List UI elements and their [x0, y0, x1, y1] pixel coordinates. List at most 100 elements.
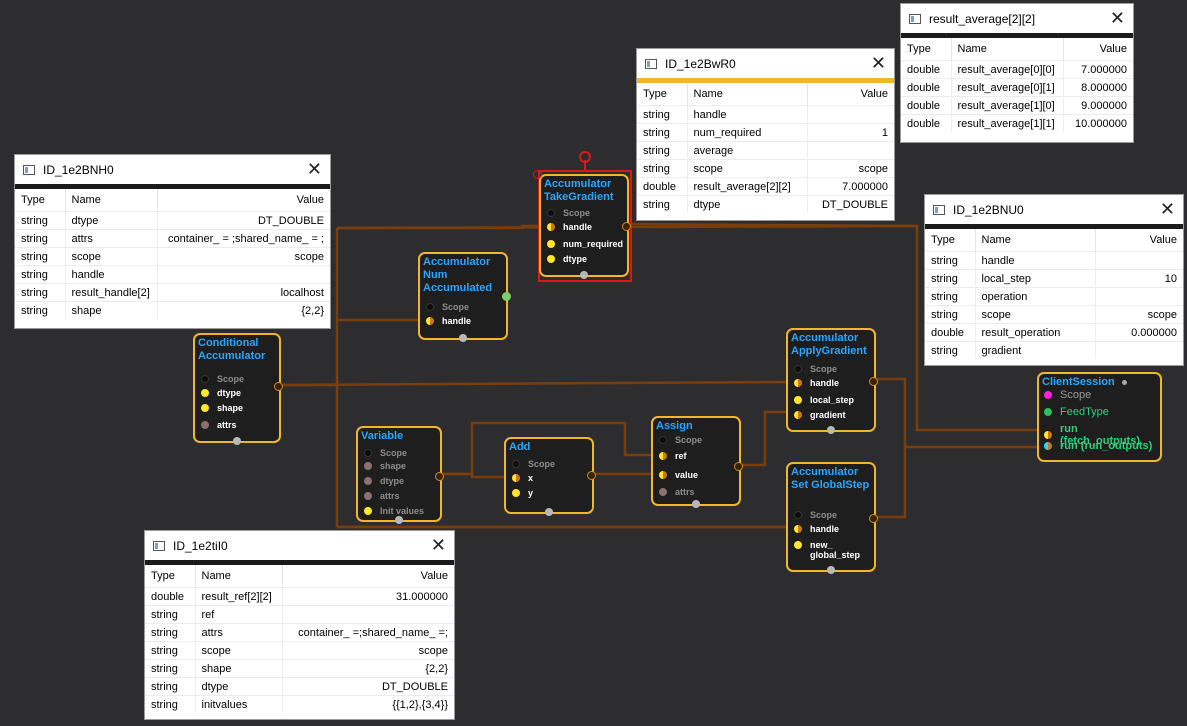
output-port-icon[interactable]: [869, 514, 878, 523]
node-handle-icon[interactable]: [233, 437, 241, 445]
panel-header[interactable]: ID_1e2BNH0 ✕: [15, 155, 330, 189]
port-y[interactable]: y: [512, 486, 533, 500]
output-port-icon[interactable]: [502, 292, 511, 301]
port-attrs[interactable]: attrs: [364, 489, 400, 503]
panel-header[interactable]: ID_1e2BwR0 ✕: [637, 49, 894, 83]
port-scope[interactable]: Scope: [426, 300, 469, 314]
output-port-icon[interactable]: [869, 377, 878, 386]
node-accumulator-num-accumulated[interactable]: Accumulator Num Accumulated Scope handle: [418, 252, 511, 342]
port-scope[interactable]: Scope: [794, 508, 837, 522]
node-handle-icon[interactable]: [395, 516, 403, 524]
node-handle-icon[interactable]: [692, 500, 700, 508]
close-icon[interactable]: ✕: [870, 53, 886, 73]
port-scope[interactable]: Scope: [364, 446, 407, 460]
node-client-session[interactable]: ClientSession Scope FeedType run (fetch_…: [1037, 372, 1162, 462]
close-icon[interactable]: ✕: [306, 159, 322, 179]
port-shape[interactable]: shape: [364, 459, 406, 473]
port-dtype[interactable]: dtype: [547, 252, 587, 266]
port-attrs[interactable]: attrs: [659, 485, 695, 499]
close-icon[interactable]: ✕: [1109, 8, 1125, 28]
port-scope[interactable]: Scope: [547, 206, 590, 220]
node-accumulator-take-gradient[interactable]: Accumulator TakeGradient Scope handle nu…: [539, 174, 631, 279]
panel-header[interactable]: result_average[2][2] ✕: [901, 4, 1133, 38]
port-feed-type[interactable]: FeedType: [1044, 406, 1109, 418]
node-accumulator-set-global-step[interactable]: Accumulator Set GlobalStep Scope handle …: [786, 462, 878, 574]
port-attrs[interactable]: attrs: [201, 418, 237, 432]
port-x[interactable]: x: [512, 471, 533, 485]
output-port-icon[interactable]: [587, 471, 596, 480]
port-handle[interactable]: handle: [547, 220, 592, 234]
port-dtype[interactable]: dtype: [364, 474, 404, 488]
node-variable[interactable]: Variable Scope shape dtype attrs Init va…: [356, 426, 444, 524]
properties-panel-result-average[interactable]: result_average[2][2] ✕ Type Name Value d…: [900, 3, 1134, 143]
port-scope[interactable]: Scope: [794, 362, 837, 376]
port-shape[interactable]: shape: [201, 401, 243, 415]
node-add[interactable]: Add Scope x y: [504, 437, 596, 516]
node-conditional-accumulator[interactable]: Conditional Accumulator Scope dtype shap…: [193, 333, 283, 445]
port-scope[interactable]: Scope: [201, 372, 244, 386]
port-scope[interactable]: Scope: [1044, 389, 1091, 401]
selection-anchor-icon[interactable]: [533, 170, 542, 179]
port-local-step[interactable]: local_step: [794, 393, 854, 407]
port-handle[interactable]: handle: [794, 522, 839, 536]
port-run-fetch-outputs[interactable]: run (fetch_outputs): [1044, 423, 1160, 447]
port-scope[interactable]: Scope: [659, 433, 702, 447]
close-icon[interactable]: ✕: [1159, 199, 1175, 219]
port-handle[interactable]: handle: [426, 314, 471, 328]
selection-pin-icon[interactable]: [579, 151, 591, 163]
port-new-global-step[interactable]: new_ global_step: [794, 540, 860, 562]
node-accumulator-apply-gradient[interactable]: Accumulator ApplyGradient Scope handle l…: [786, 328, 878, 434]
port-num-required[interactable]: num_required: [547, 237, 623, 251]
output-port-icon[interactable]: [274, 382, 283, 391]
port-ref[interactable]: ref: [659, 449, 687, 463]
port-scope[interactable]: Scope: [512, 457, 555, 471]
panel-header[interactable]: ID_1e2tiI0 ✕: [145, 531, 454, 565]
panel-header[interactable]: ID_1e2BNU0 ✕: [925, 195, 1183, 229]
port-value[interactable]: value: [659, 468, 698, 482]
node-handle-icon[interactable]: [827, 566, 835, 574]
node-handle-icon[interactable]: [827, 426, 835, 434]
port-dtype[interactable]: dtype: [201, 386, 241, 400]
node-handle-icon[interactable]: [545, 508, 553, 516]
node-handle-icon[interactable]: [580, 271, 588, 279]
output-port-icon[interactable]: [622, 222, 631, 231]
port-init-values[interactable]: Init values: [364, 504, 424, 518]
port-run-run-outputs[interactable]: run (run_outputs): [1044, 440, 1152, 452]
node-handle-icon[interactable]: [459, 334, 467, 342]
port-handle[interactable]: handle: [794, 376, 839, 390]
port-gradient[interactable]: gradient: [794, 408, 846, 422]
